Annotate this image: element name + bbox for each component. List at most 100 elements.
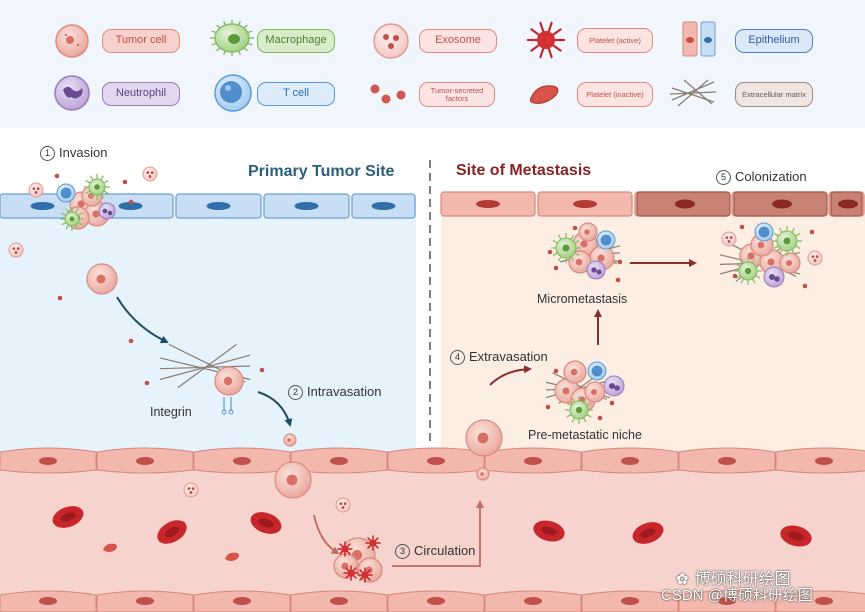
step-colonization-number: 5: [716, 170, 731, 185]
legend-exosome-label: Exosome: [419, 29, 497, 53]
step-invasion: 1 Invasion: [40, 145, 107, 161]
exosome: [721, 231, 737, 247]
exosome: [28, 182, 44, 198]
neutrophil: [98, 202, 116, 220]
legend-platelet-inactive-label: Platelet (inactive): [577, 82, 653, 107]
tumor-cell: [584, 381, 606, 403]
t-cell-icon: [214, 74, 252, 112]
neutrophil: [763, 266, 785, 288]
tumor-cell: [465, 419, 503, 457]
nucleus: [838, 199, 858, 209]
secreted-factor: [553, 368, 559, 374]
macrophage: [84, 174, 110, 200]
exosome: [183, 482, 199, 498]
metastasis-site-background: [441, 195, 865, 453]
step-invasion-label: Invasion: [59, 145, 108, 160]
legend-t-cell-label: T cell: [257, 82, 335, 106]
legend-background: [0, 0, 865, 128]
nucleus: [427, 597, 445, 605]
t-cell: [754, 222, 774, 242]
nucleus: [621, 597, 639, 605]
active-platelet: [337, 541, 353, 557]
macrophage: [772, 226, 802, 256]
red-blood-cells: [52, 506, 812, 561]
extracellular-matrix-icon: [669, 79, 717, 107]
t-cell: [596, 230, 616, 250]
t-cell: [587, 361, 607, 381]
primary-site-background: [0, 195, 416, 453]
nucleus: [621, 457, 639, 465]
macrophage: [60, 207, 84, 231]
integrin-receptor: [221, 397, 234, 415]
nucleus: [427, 457, 445, 465]
secreted-factor: [122, 179, 128, 185]
tumor-cell-icon: [55, 24, 89, 58]
secreted-factor: [553, 265, 559, 271]
secreted-factor: [54, 173, 60, 179]
red-blood-cell-center: [788, 531, 804, 541]
secreted-factor: [144, 380, 150, 386]
step-circulation-label: Circulation: [414, 543, 476, 558]
nucleus: [815, 597, 833, 605]
micrometastasis-label: Micrometastasis: [537, 292, 628, 306]
arrow-to-cluster: [313, 514, 340, 554]
nucleus: [330, 457, 348, 465]
macrophage: [565, 396, 593, 424]
legend-extracellular-matrix-label: Extracellular matrix: [735, 82, 813, 107]
secreted-factor: [802, 283, 808, 289]
secreted-factor: [739, 224, 745, 230]
nucleus: [30, 202, 55, 210]
exosome: [8, 242, 24, 258]
metastasis-site-title: Site of Metastasis: [456, 162, 592, 179]
t-cell: [56, 183, 76, 203]
platelet-active-icon: [526, 21, 566, 59]
nucleus: [675, 199, 695, 209]
tumor-cell: [283, 433, 297, 447]
tumor-cell: [578, 222, 598, 242]
tumor-secreted-factors-icon: [370, 84, 406, 104]
tumor-cell: [563, 360, 587, 384]
secreted-factor: [609, 400, 615, 406]
active-platelet: [357, 567, 373, 583]
red-blood-cell-center: [60, 512, 76, 522]
nucleus: [39, 597, 57, 605]
primary-epithelium: [0, 193, 416, 219]
macrophage-icon: [210, 20, 254, 56]
nucleus: [39, 457, 57, 465]
vessel-endothelium-top: [0, 447, 865, 474]
watermark-logo: ✿博硕科研绘图: [676, 571, 791, 588]
nucleus: [524, 457, 542, 465]
macrophage: [551, 233, 581, 263]
nucleus: [136, 457, 154, 465]
secreted-factor: [128, 199, 134, 205]
vessel-endothelium-bottom: [0, 590, 865, 612]
tumor-cell: [86, 263, 118, 295]
exosome-icon: [373, 23, 409, 59]
legend-epithelium-label: Epithelium: [735, 29, 813, 53]
tumor-cell: [274, 461, 312, 499]
tumor-cell: [333, 553, 359, 579]
step-invasion-number: 1: [40, 146, 55, 161]
nucleus: [524, 597, 542, 605]
macrophage: [734, 257, 762, 285]
legend-macrophage-label: Macrophage: [257, 29, 335, 53]
metastasis-epithelium: [440, 191, 865, 217]
scene-cells: [8, 166, 823, 583]
nucleus: [206, 202, 231, 210]
nucleus: [233, 597, 251, 605]
exosome: [142, 166, 158, 182]
nucleus: [476, 200, 500, 208]
red-blood-cell-center: [640, 528, 656, 538]
primary-site-title: Primary Tumor Site: [248, 163, 395, 180]
arrow-extravasation: [489, 365, 532, 386]
active-platelet: [365, 535, 381, 551]
inactive-platelet: [103, 543, 117, 552]
nucleus: [330, 597, 348, 605]
nucleus: [815, 457, 833, 465]
tumor-cell: [779, 252, 801, 274]
legend-neutrophil-label: Neutrophil: [102, 82, 180, 106]
arrow-to-vessel: [257, 391, 293, 427]
